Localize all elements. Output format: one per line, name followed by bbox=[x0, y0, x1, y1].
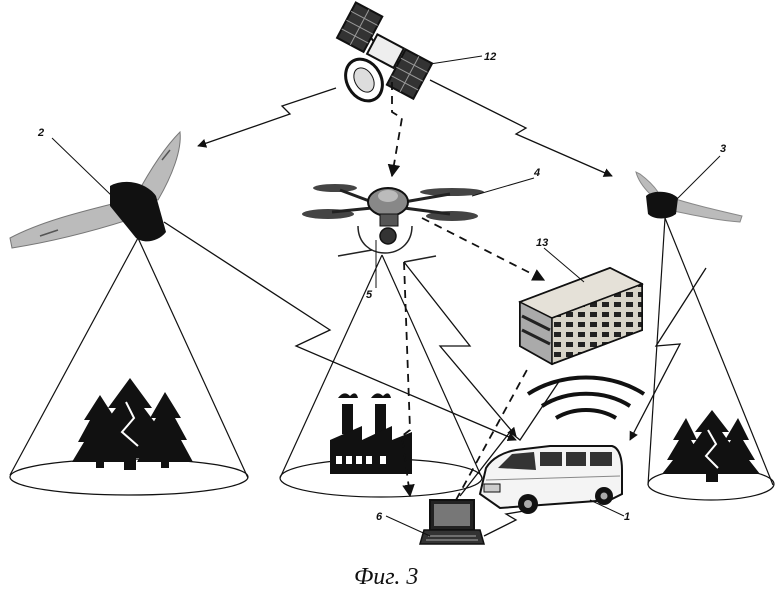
left-coverage-cone bbox=[9, 237, 249, 496]
label-vehicle: 1 bbox=[624, 511, 630, 523]
label-uav-right: 3 bbox=[720, 143, 726, 155]
label-laptop: 6 bbox=[376, 511, 383, 523]
forest-icon bbox=[72, 378, 193, 470]
radio-waves-icon bbox=[526, 375, 646, 420]
forest-icon bbox=[662, 410, 760, 482]
factory-icon bbox=[330, 393, 412, 474]
label-camera: 5 bbox=[366, 289, 373, 301]
command-center-building bbox=[518, 266, 644, 366]
figure-caption: Фиг. 3 bbox=[354, 564, 418, 590]
fixed-wing-uav-left bbox=[9, 130, 181, 249]
label-building: 13 bbox=[536, 237, 548, 249]
quadcopter-drone bbox=[302, 184, 484, 263]
leader-lines bbox=[51, 55, 721, 537]
fixed-wing-uav-right bbox=[635, 171, 743, 223]
laptop-icon bbox=[419, 499, 485, 545]
communication-links bbox=[163, 79, 707, 537]
satellite-icon bbox=[335, 1, 434, 103]
label-drone: 4 bbox=[533, 167, 540, 179]
data-links-dashed bbox=[387, 82, 546, 501]
label-satellite: 12 bbox=[484, 51, 496, 63]
label-uav-left: 2 bbox=[37, 127, 44, 139]
mobile-vehicle bbox=[478, 445, 623, 514]
right-coverage-cone bbox=[647, 217, 775, 501]
